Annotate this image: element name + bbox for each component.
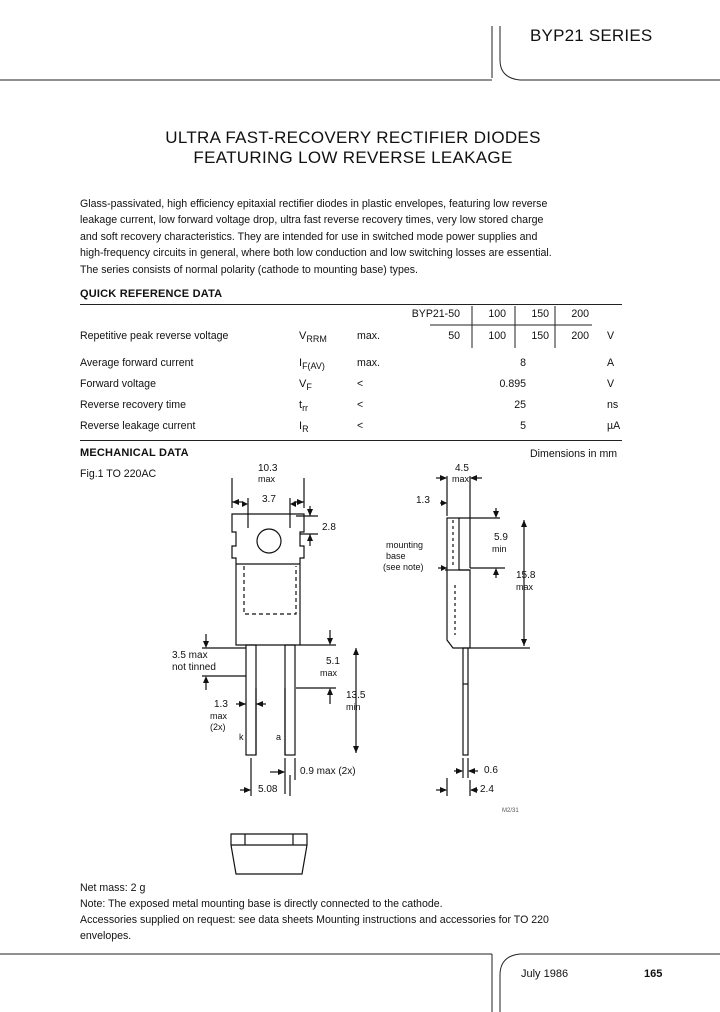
row-condition: < bbox=[357, 420, 364, 432]
doc-title-line2: FEATURING LOW REVERSE LEAKAGE bbox=[193, 148, 513, 167]
col-header: 200 bbox=[571, 308, 589, 320]
row-condition: max. bbox=[357, 330, 380, 342]
mounting-base-label: (see note) bbox=[383, 562, 424, 572]
dimensions-note: Dimensions in mm bbox=[530, 448, 618, 460]
dim-side-1-3: 1.3 bbox=[416, 495, 430, 506]
accessories-note: Accessories supplied on request: see dat… bbox=[80, 914, 549, 926]
row-label: Reverse recovery time bbox=[80, 399, 186, 411]
row-value: 5 bbox=[520, 420, 526, 432]
page-date: July 1986 bbox=[521, 968, 569, 980]
row-label: Reverse leakage current bbox=[80, 420, 196, 432]
dim-5-9-min: min bbox=[492, 544, 507, 554]
row-value: 50 bbox=[448, 330, 460, 342]
dim-10-3-max: max bbox=[258, 474, 276, 484]
dim-4-5: 4.5 bbox=[455, 463, 469, 474]
row-value: 0.895 bbox=[499, 378, 526, 390]
dim-1-3-max: max bbox=[210, 711, 228, 721]
row-unit: µA bbox=[607, 420, 621, 432]
accessories-note-cont: envelopes. bbox=[80, 930, 132, 942]
dim-13-5: 13.5 bbox=[346, 690, 366, 701]
dim-5-08: 5.08 bbox=[258, 784, 278, 795]
series-title: BYP21 SERIES bbox=[530, 26, 653, 45]
row-condition: < bbox=[357, 378, 364, 390]
intro-line: high-frequency circuits in general, wher… bbox=[80, 247, 552, 260]
row-symbol: trr bbox=[299, 399, 309, 414]
lead-a-label: a bbox=[276, 732, 282, 742]
drawing-code: M2/31 bbox=[502, 808, 519, 814]
dim-15-8-max: max bbox=[516, 582, 534, 592]
quick-ref-heading: QUICK REFERENCE DATA bbox=[80, 288, 223, 300]
quick-ref-rule-bottom bbox=[80, 440, 622, 441]
dim-0-6: 0.6 bbox=[484, 765, 498, 776]
row-value: 8 bbox=[520, 357, 526, 369]
col-header: 100 bbox=[488, 308, 506, 320]
row-unit: V bbox=[607, 378, 615, 390]
quick-ref-rule bbox=[80, 304, 622, 305]
dim-15-8: 15.8 bbox=[516, 570, 536, 581]
lead-k-label: k bbox=[239, 732, 244, 742]
intro-line: and soft recovery characteristics. They … bbox=[80, 230, 538, 243]
row-symbol: VF bbox=[299, 378, 312, 393]
mechanical-heading: MECHANICAL DATA bbox=[80, 447, 189, 459]
dim-2-4: 2.4 bbox=[480, 784, 494, 795]
intro-line: Glass-passivated, high efficiency epitax… bbox=[80, 198, 548, 210]
row-label: Forward voltage bbox=[80, 378, 156, 390]
dim-2-8: 2.8 bbox=[322, 522, 336, 533]
row-unit: V bbox=[607, 330, 615, 342]
mounting-base-label: mounting bbox=[386, 540, 424, 550]
page-number: 165 bbox=[644, 968, 663, 980]
dim-13-5-min: min bbox=[346, 702, 361, 712]
intro-paragraph: Glass-passivated, high efficiency epitax… bbox=[80, 196, 620, 278]
net-mass: Net mass: 2 g bbox=[80, 882, 146, 894]
dim-5-1: 5.1 bbox=[326, 656, 340, 667]
mounting-base-label: base bbox=[386, 551, 406, 561]
figure-label: Fig.1 TO 220AC bbox=[80, 468, 157, 480]
dim-1-3-2x: (2x) bbox=[210, 722, 226, 732]
dim-not-tinned: not tinned bbox=[172, 662, 216, 673]
row-value: 200 bbox=[571, 330, 589, 342]
row-symbol: VRRM bbox=[299, 330, 327, 345]
intro-line: The series consists of normal polarity (… bbox=[80, 263, 418, 276]
dim-3-5-max: 3.5 max bbox=[172, 650, 208, 661]
dim-0-9-max: 0.9 max (2x) bbox=[300, 766, 356, 777]
row-condition: < bbox=[357, 399, 364, 411]
dim-4-5-max: max bbox=[452, 474, 470, 484]
dim-5-9: 5.9 bbox=[494, 532, 508, 543]
row-unit: A bbox=[607, 357, 615, 369]
row-value: 25 bbox=[514, 399, 526, 411]
dim-10-3: 10.3 bbox=[258, 463, 278, 474]
dim-1-3: 1.3 bbox=[214, 699, 228, 710]
col-header: 150 bbox=[531, 308, 549, 320]
dim-3-7: 3.7 bbox=[262, 494, 276, 505]
col-header: BYP21-50 bbox=[411, 308, 460, 320]
row-label: Repetitive peak reverse voltage bbox=[80, 330, 229, 342]
row-value: 150 bbox=[531, 330, 549, 342]
doc-title-line1: ULTRA FAST-RECOVERY RECTIFIER DIODES bbox=[165, 128, 541, 147]
row-label: Average forward current bbox=[80, 357, 194, 369]
intro-line: leakage current, low forward voltage dro… bbox=[80, 214, 544, 227]
cathode-note: Note: The exposed metal mounting base is… bbox=[80, 898, 443, 910]
row-value: 100 bbox=[488, 330, 506, 342]
row-symbol: IF(AV) bbox=[299, 357, 325, 372]
row-symbol: IR bbox=[299, 420, 309, 435]
row-condition: max. bbox=[357, 357, 380, 369]
row-unit: ns bbox=[607, 399, 619, 411]
dim-5-1-max: max bbox=[320, 668, 338, 678]
